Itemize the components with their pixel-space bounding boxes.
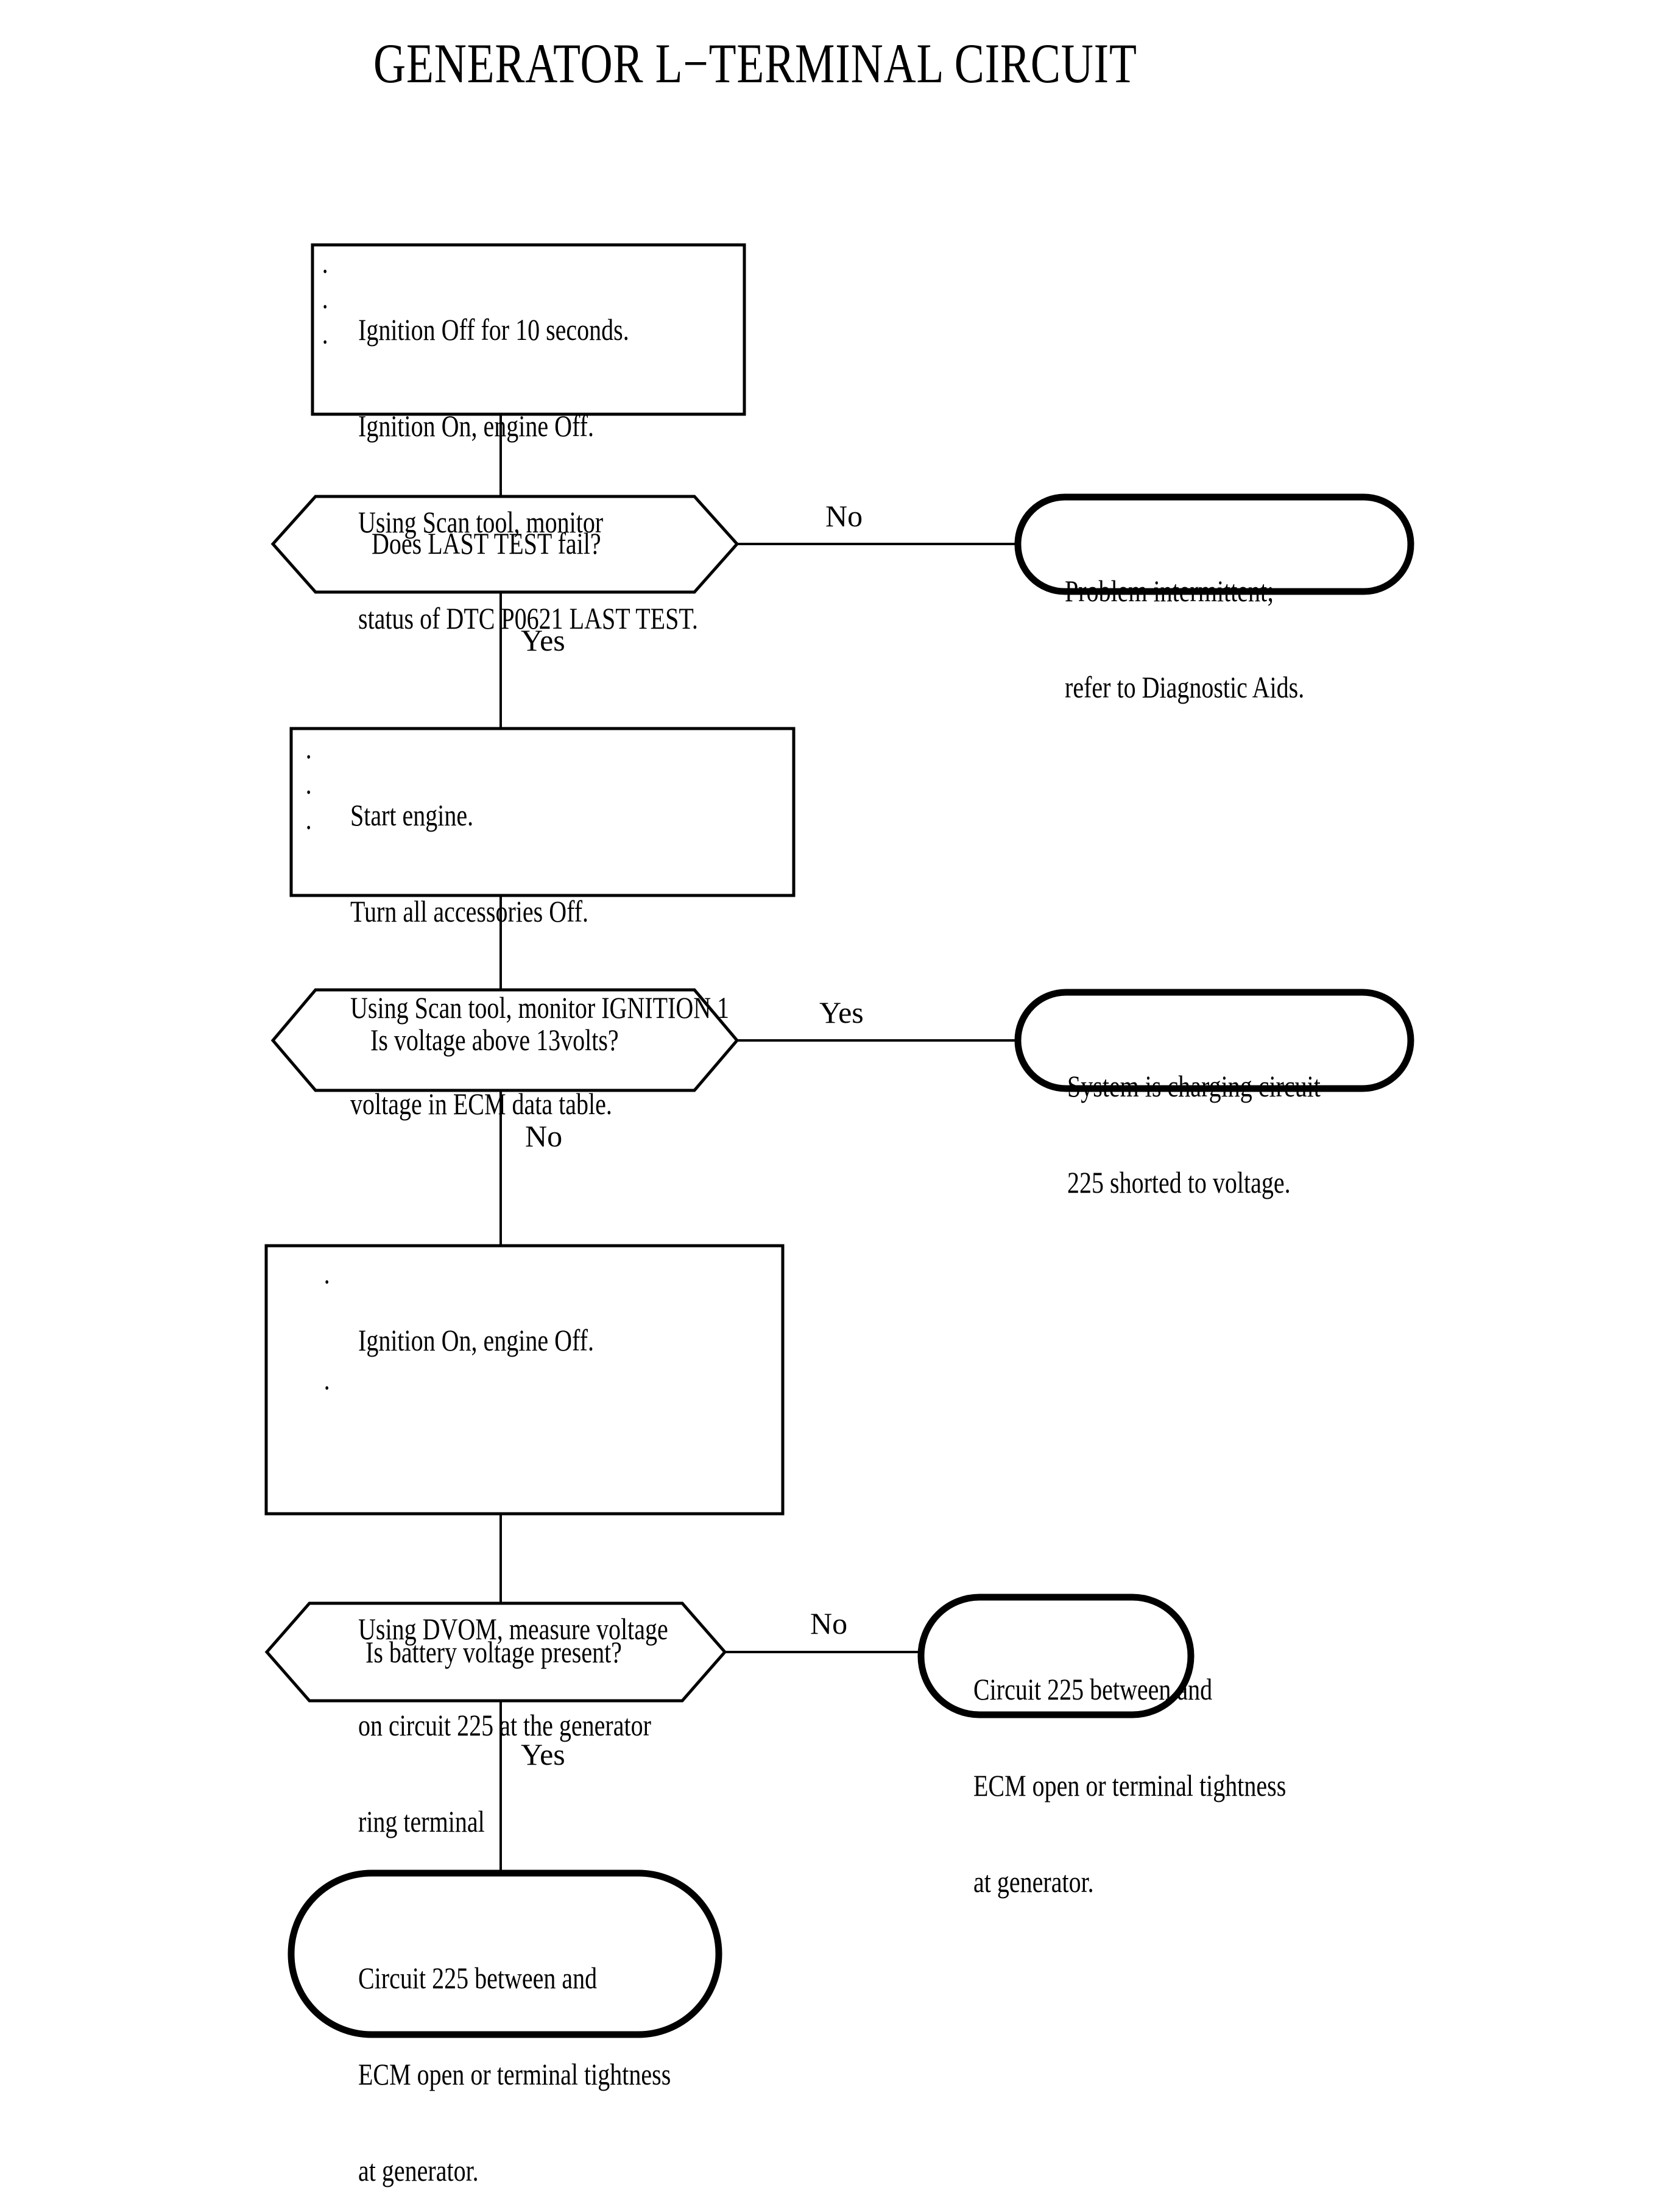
step2-line-4: voltage in ECM data table. bbox=[350, 1087, 612, 1121]
process-box-step3 bbox=[264, 1244, 785, 1516]
terminal2-line-2: 225 shorted to voltage. bbox=[1067, 1165, 1291, 1199]
terminal3-line-3: at generator. bbox=[973, 1865, 1094, 1899]
decision-shape-1-text: Does LAST TEST fail? bbox=[372, 526, 601, 560]
edge-label-decision1-yes: Yes bbox=[521, 623, 565, 657]
step3-bullet-column: · · bbox=[323, 1264, 331, 1405]
terminator-shape-3-text: Circuit 225 between and ECM open or term… bbox=[973, 1613, 1286, 1963]
process-box-step1 bbox=[311, 243, 746, 416]
terminal3-line-2: ECM open or terminal tightness bbox=[973, 1768, 1286, 1802]
terminal4-line-3: at generator. bbox=[358, 2153, 479, 2187]
step3-line-3: Using DVOM, measure voltage bbox=[358, 1612, 668, 1646]
step3-spacer bbox=[358, 1421, 668, 1456]
edge-label-decision1-no: No bbox=[825, 499, 863, 533]
decision-shape-2 bbox=[270, 988, 739, 1092]
bullet-glyph: · bbox=[321, 325, 330, 359]
bullet-glyph: · bbox=[305, 775, 313, 809]
bullet-spacer bbox=[323, 1299, 331, 1335]
step3-line-5: ring terminal bbox=[358, 1804, 485, 1838]
step2-line-3: Using Scan tool, monitor IGNITION 1 bbox=[350, 990, 730, 1025]
terminal1-line-1: Problem intermittent; bbox=[1065, 574, 1274, 608]
bullet-glyph: · bbox=[321, 254, 330, 288]
terminator-shape-4 bbox=[288, 1869, 722, 2038]
step1-line-2: Ignition On, engine Off. bbox=[358, 409, 594, 443]
terminal2-line-1: System is charging circuit bbox=[1067, 1069, 1321, 1103]
edge-label-decision3-no: No bbox=[810, 1606, 848, 1640]
step1-line-1: Ignition Off for 10 seconds. bbox=[358, 312, 629, 347]
process-box-step3-text: Ignition On, engine Off. Using DVOM, mea… bbox=[358, 1264, 668, 1902]
step2-line-2: Turn all accessories Off. bbox=[350, 894, 589, 928]
terminator-shape-1-text: Problem intermittent; refer to Diagnosti… bbox=[1065, 515, 1304, 768]
bullet-glyph: · bbox=[305, 810, 313, 844]
step1-bullet-column: · · · bbox=[321, 253, 329, 359]
decision-shape-1 bbox=[270, 495, 739, 594]
step3-spacer-2 bbox=[358, 1517, 668, 1553]
edge-label-decision3-yes: Yes bbox=[521, 1737, 565, 1771]
bullet-glyph: · bbox=[323, 1371, 331, 1405]
terminator-shape-4-text: Circuit 225 between and ECM open or term… bbox=[358, 1902, 671, 2210]
process-box-step2-text: Start engine. Turn all accessories Off. … bbox=[350, 739, 729, 1185]
terminator-shape-2-text: System is charging circuit 225 shorted t… bbox=[1067, 1010, 1321, 1263]
bullet-glyph: · bbox=[305, 740, 313, 774]
step1-line-4: status of DTC P0621 LAST TEST. bbox=[358, 601, 698, 635]
step2-line-1: Start engine. bbox=[350, 798, 474, 832]
bullet-glyph: · bbox=[321, 289, 330, 323]
bullet-glyph: · bbox=[323, 1265, 331, 1299]
decision-shape-2-text: Is voltage above 13volts? bbox=[370, 1023, 619, 1057]
step2-bullet-column: · · · bbox=[305, 739, 312, 845]
terminator-shape-3 bbox=[917, 1594, 1195, 1718]
terminal1-line-2: refer to Diagnostic Aids. bbox=[1065, 670, 1305, 704]
page-title: GENERATOR L−TERMINAL CIRCUIT bbox=[373, 32, 1137, 94]
terminator-shape-2 bbox=[1014, 989, 1414, 1092]
process-box-step2 bbox=[289, 727, 796, 897]
process-box-step1-text: Ignition Off for 10 seconds. Ignition On… bbox=[358, 253, 698, 699]
edge-label-decision2-yes: Yes bbox=[819, 995, 864, 1029]
step3-line-4: on circuit 225 at the generator bbox=[358, 1708, 651, 1742]
terminal4-line-1: Circuit 225 between and bbox=[358, 1961, 598, 1995]
edge-label-decision2-no: No bbox=[525, 1119, 563, 1153]
step1-line-3: Using Scan tool, monitor bbox=[358, 505, 604, 539]
step3-line-1: Ignition On, engine Off. bbox=[358, 1323, 594, 1357]
terminal4-line-2: ECM open or terminal tightness bbox=[358, 2057, 671, 2091]
bullet-spacer bbox=[323, 1335, 331, 1370]
decision-shape-3-text: Is battery voltage present? bbox=[365, 1635, 622, 1669]
terminal3-line-1: Circuit 225 between and bbox=[973, 1672, 1213, 1706]
terminator-shape-1 bbox=[1014, 493, 1414, 595]
decision-shape-3 bbox=[264, 1601, 727, 1703]
